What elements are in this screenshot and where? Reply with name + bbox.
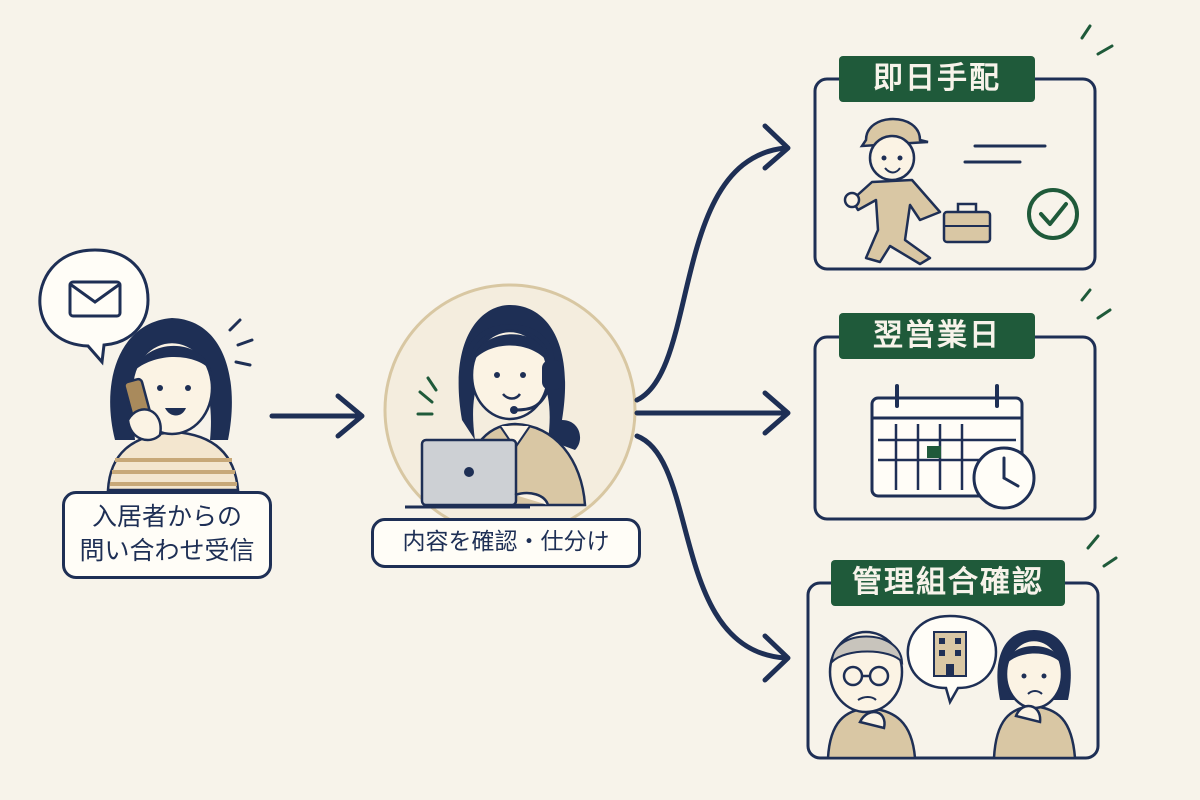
outcome-tag-same-day: 即日手配 — [839, 56, 1035, 102]
outcome-tag-next-day: 翌営業日 — [839, 313, 1035, 359]
operator-caption: 内容を確認・仕分け — [371, 518, 641, 568]
outcome-tag-board-confirmation: 管理組合確認 — [831, 560, 1065, 606]
outcome-card-next-day — [813, 288, 1112, 521]
caller-caption: 入居者からの 問い合わせ受信 — [62, 491, 272, 579]
emphasis-marks — [228, 318, 254, 367]
thought-bubble — [906, 614, 998, 706]
worker-illustration — [843, 117, 942, 266]
caller-caption-line1: 入居者からの — [91, 502, 242, 531]
caller-body — [106, 430, 240, 492]
arrow-to-operator — [269, 393, 365, 439]
operator-caption-text: 内容を確認・仕分け — [402, 529, 610, 555]
caller-hair — [110, 318, 232, 440]
mail-icon — [68, 280, 122, 318]
arrow-to-board — [634, 433, 788, 661]
phone-icon — [123, 377, 162, 442]
caller-illustration — [38, 248, 254, 492]
headset-icon — [465, 324, 562, 414]
checkmark-icon — [1027, 188, 1079, 240]
clock-icon — [972, 446, 1036, 510]
operator-illustration — [383, 283, 637, 537]
arrow-to-same-day — [634, 145, 788, 403]
toolbox-icon — [942, 202, 992, 244]
building-icon — [933, 631, 967, 677]
branch-arrows — [634, 123, 791, 683]
outcome-card-board — [806, 534, 1118, 760]
outcome-card-same-day — [813, 24, 1114, 271]
resident-illustration — [992, 630, 1077, 760]
speech-bubble — [38, 248, 150, 366]
laptop-icon — [405, 438, 550, 509]
caller-caption-line2: 問い合わせ受信 — [79, 536, 255, 565]
board-member-illustration — [826, 630, 917, 760]
